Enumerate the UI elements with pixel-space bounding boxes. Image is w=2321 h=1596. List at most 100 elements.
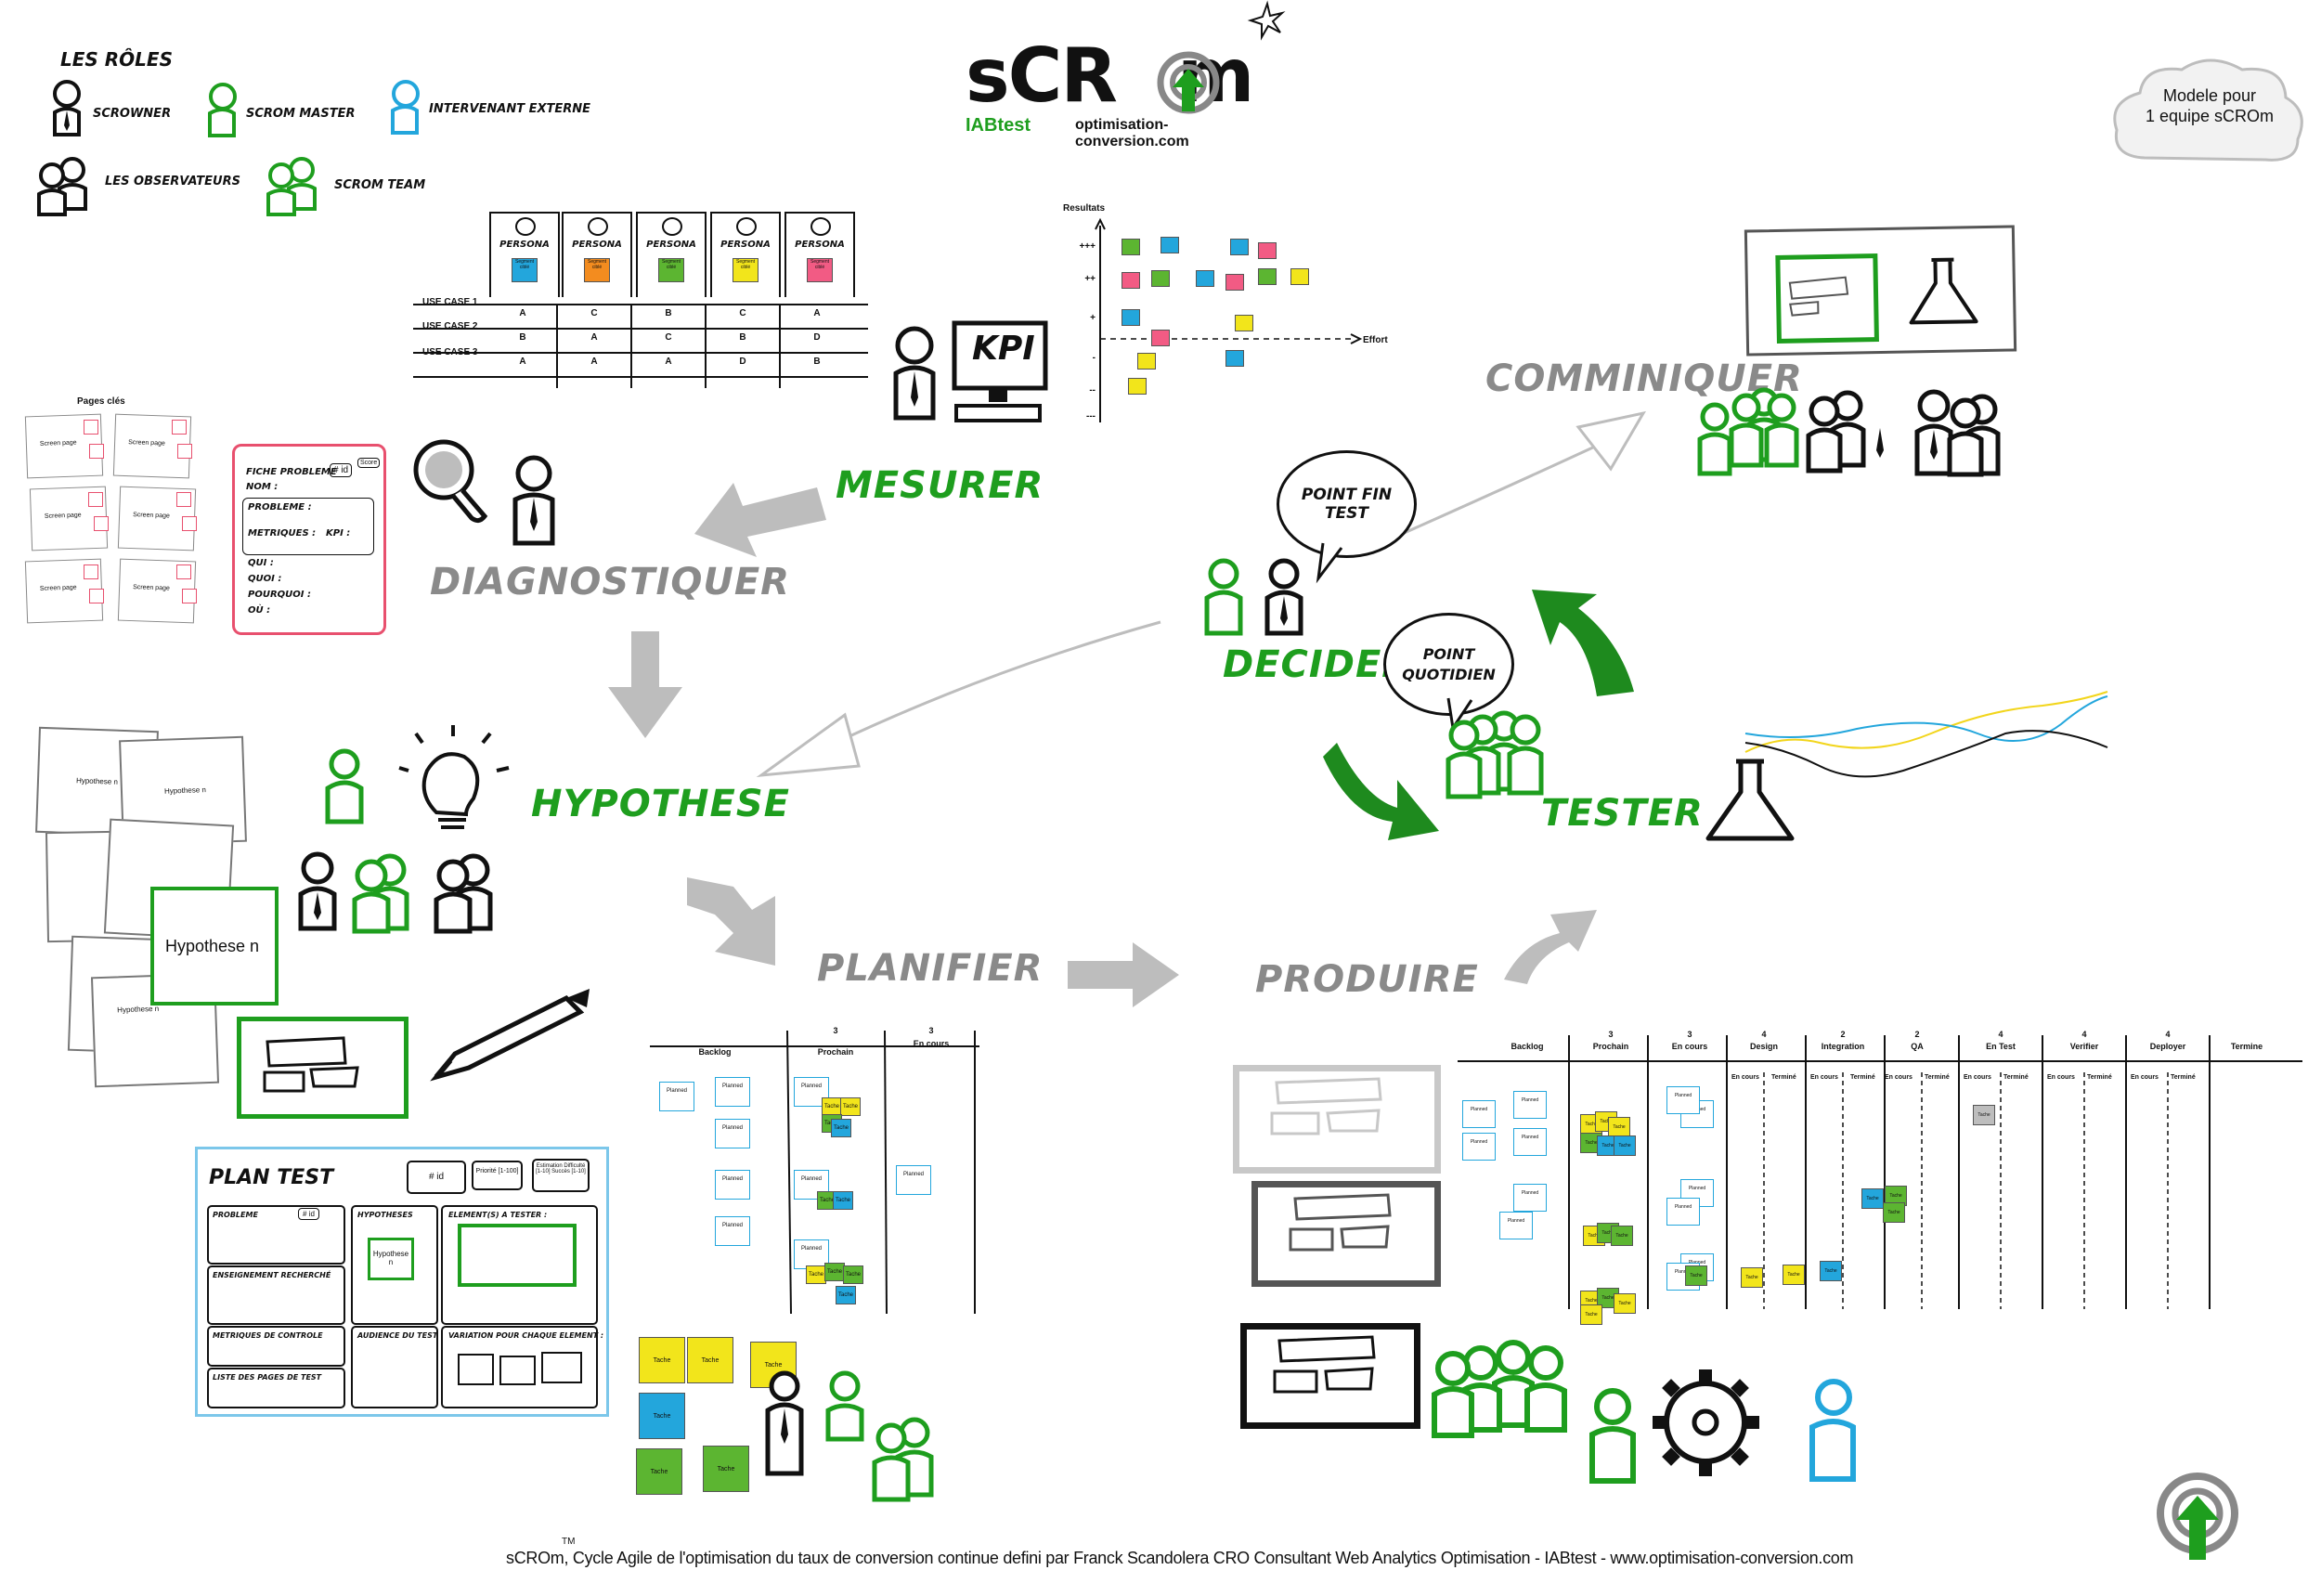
hyp-card-main-label: Hypothese n xyxy=(165,937,260,955)
prod-col-header: En cours xyxy=(1671,1042,1708,1051)
persona-segment: Segment ciblé xyxy=(512,258,538,282)
persona-cell: A xyxy=(519,308,526,318)
task-sticky: Tache xyxy=(824,1263,845,1281)
planned-card: Planned xyxy=(659,1082,694,1111)
persona-label: PERSONA xyxy=(499,240,550,250)
plan-team-icon xyxy=(825,1370,934,1502)
persona-segment: Segment ciblé xyxy=(658,258,684,282)
wireframe-green xyxy=(237,1017,408,1119)
arrow-diag-hyp xyxy=(608,631,682,738)
plan-test: PLAN TEST # id Priorité [1-100] Estimati… xyxy=(195,1147,609,1417)
fiche-metriques: METRIQUES : xyxy=(248,528,317,538)
pt-hypotheses: HYPOTHESES xyxy=(357,1211,413,1219)
pt-variation: VARIATION POUR CHAQUE ELEMENT : xyxy=(448,1331,604,1340)
effort-sticky xyxy=(1122,272,1140,289)
prod-col-header: Integration xyxy=(1821,1042,1865,1051)
intervenant-icon xyxy=(391,80,420,135)
gear-icon xyxy=(1653,1369,1759,1476)
arrow-green-up xyxy=(1532,590,1634,696)
arrow-green-down xyxy=(1323,743,1439,840)
scrowner-diag-icon xyxy=(512,455,555,546)
stage-diagnostiquer: DIAGNOSTIQUER xyxy=(430,561,790,603)
pt-variation-box-2 xyxy=(499,1356,536,1385)
stage-communiquer: COMMINIQUER xyxy=(1485,357,1803,400)
plan-scrowner-icon xyxy=(765,1370,804,1476)
pt-box-variation xyxy=(441,1326,598,1408)
pink-tag xyxy=(89,444,104,459)
arrow-plan-prod xyxy=(1068,942,1179,1007)
cloud-shape xyxy=(2113,58,2303,162)
pt-probleme: PROBLEME xyxy=(213,1211,258,1219)
master-hyp-icon xyxy=(325,748,364,824)
use-case-1-label: USE CASE 1 xyxy=(422,297,478,307)
effort-sticky xyxy=(1258,268,1277,285)
planned-card: Planned xyxy=(715,1077,750,1107)
persona-segment: Segment ciblé xyxy=(584,258,610,282)
bubble-fin-test-tail xyxy=(1316,542,1343,584)
prod-col-header: Deployer xyxy=(2149,1042,2186,1051)
effort-sticky xyxy=(1122,239,1140,255)
pt-box-probleme xyxy=(207,1205,345,1265)
effort-sticky xyxy=(1151,330,1170,346)
planned-card: Planned xyxy=(896,1165,931,1195)
role-intervenant: INTERVENANT EXTERNE xyxy=(429,102,591,116)
plan-col-prochain: Prochain xyxy=(817,1047,854,1057)
prod-task-sticky: Tache xyxy=(1783,1265,1805,1285)
prod-sub-left: En cours xyxy=(2047,1074,2075,1081)
fiche-score: Score xyxy=(357,458,381,468)
cloud-line2: 1 equipe sCROm xyxy=(2145,107,2275,125)
bubble-fin-test-text: POINT FIN TEST xyxy=(1301,486,1393,523)
spark-icon xyxy=(1247,0,1286,41)
pink-tag xyxy=(182,516,197,531)
kpi-monitor-icon xyxy=(952,320,1048,422)
wireframe-gray-1 xyxy=(1233,1065,1441,1174)
footer-logo-icon xyxy=(2157,1473,2238,1560)
persona-cell: A xyxy=(665,357,672,367)
effort-sticky xyxy=(1122,309,1140,326)
persona-label: PERSONA xyxy=(646,240,696,250)
prod-sub-left: En cours xyxy=(1731,1074,1759,1081)
effort-chart-xtitle: Effort xyxy=(1363,335,1388,345)
pt-box-enseignement xyxy=(207,1265,345,1325)
big-task-sticky: Tache xyxy=(687,1337,733,1383)
pt-box-hypotheses xyxy=(351,1205,438,1325)
plan-limit-prochain: 3 xyxy=(833,1026,838,1035)
task-sticky: Tache xyxy=(822,1097,842,1116)
prod-planned-card: Planned xyxy=(1462,1133,1496,1161)
prod-planned-card: Planned xyxy=(1513,1091,1547,1119)
pt-variation-box-1 xyxy=(458,1354,494,1385)
scrom-master-icon xyxy=(208,83,237,137)
prod-task-sticky: Tache xyxy=(1741,1267,1763,1288)
fiche-kpi: KPI : xyxy=(326,528,351,538)
effort-sticky xyxy=(1151,270,1170,287)
prod-task-sticky: Tache xyxy=(1580,1304,1602,1325)
stage-decider: DECIDER xyxy=(1223,643,1412,686)
effort-chart: Resultats Effort ++++++------ xyxy=(1058,200,1411,422)
wireframe-gray-1-sketch xyxy=(1270,1077,1382,1135)
presentation-wireframe-sketch xyxy=(1788,276,1849,317)
effort-chart-ytitle: Resultats xyxy=(1063,203,1106,214)
persona-cell: D xyxy=(813,332,821,343)
effort-sticky xyxy=(1258,242,1277,259)
prod-planned-card: Planned xyxy=(1462,1100,1496,1128)
wireframe-green-sketch xyxy=(263,1036,359,1093)
scrom-team-icon xyxy=(266,157,317,216)
prod-planned-card: Planned xyxy=(1513,1184,1547,1212)
hyp-card-2-label: Hypothese n xyxy=(163,785,207,796)
decider-people-icon xyxy=(1204,558,1303,636)
cloud-text: Modele pour 1 equipe sCROm xyxy=(2126,85,2293,126)
footer-caption: sCROm, Cycle Agile de l'optimisation du … xyxy=(506,1549,1854,1567)
communiquer-people-icon xyxy=(1697,387,2001,477)
big-task-sticky: Tache xyxy=(636,1448,682,1495)
planned-card: Planned xyxy=(715,1170,750,1200)
prod-sub-right: Terminé xyxy=(1771,1074,1796,1081)
planned-card: Planned xyxy=(715,1216,750,1246)
task-sticky: Tache xyxy=(806,1265,826,1284)
pt-box-audience xyxy=(351,1326,438,1408)
